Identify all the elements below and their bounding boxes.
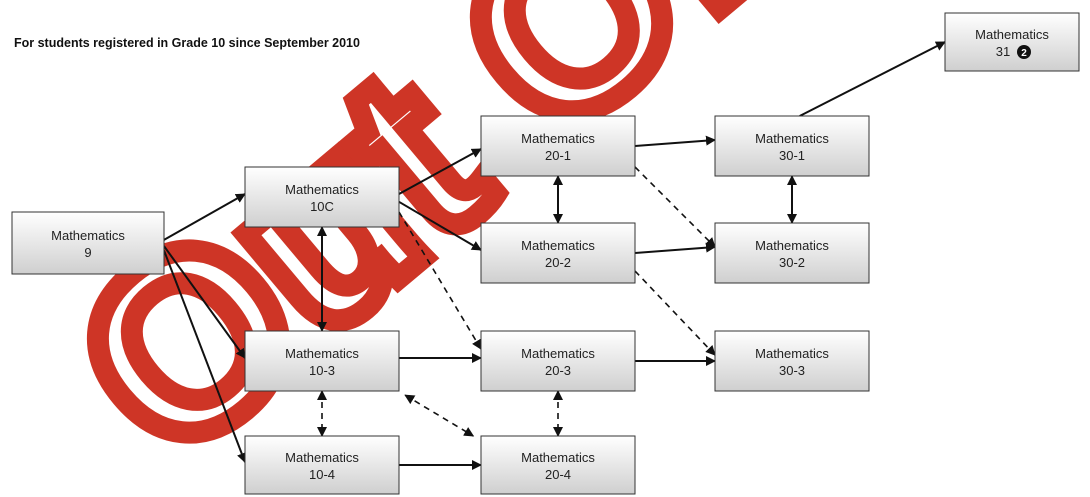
footnote-badge [1017,45,1031,59]
course-number: 20-4 [545,467,571,482]
course-name: Mathematics [755,238,829,253]
course-number: 31 [996,44,1010,59]
course-box-frame [480,222,636,284]
course-name: Mathematics [975,27,1049,42]
course-number: 9 [84,245,91,260]
course-box-m104: Mathematics 10-4 [244,435,400,495]
course-number: 20-1 [545,148,571,163]
course-box-frame [244,330,400,392]
course-box-frame [11,211,165,275]
course-name: Mathematics [285,182,359,197]
arrow-m201-to-m302 [634,166,716,248]
arrow-m301-to-m31 [799,41,946,117]
course-name: Mathematics [285,450,359,465]
footnote-badge-number: 2 [1021,48,1027,59]
course-name: Mathematics [755,131,829,146]
course-box-frame [714,222,870,284]
course-box-frame [714,330,870,392]
arrow-m201-to-m301 [634,135,716,147]
course-boxes-layer: Mathematics9Mathematics10CMathematics10-… [11,12,1080,495]
course-box-m103: Mathematics 10-3 [244,330,400,392]
course-box-m303: Mathematics 30-3 [714,330,870,392]
course-box-frame [714,115,870,177]
course-name: Mathematics [755,346,829,361]
arrow-m10c-to-m201 [398,148,482,195]
course-name: Mathematics [285,346,359,361]
course-box-m301: Mathematics 30-1 [714,115,870,177]
arrow-m9-to-m104 [163,250,247,464]
course-box-frame [244,166,400,228]
arrows-layer [163,41,946,470]
course-name: Mathematics [521,346,595,361]
course-number: 30-2 [779,255,805,270]
course-box-m9: Mathematics 9 [11,211,165,275]
course-box-frame [480,330,636,392]
course-name: Mathematics [521,450,595,465]
diagram-subtitle: For students registered in Grade 10 sinc… [14,36,360,50]
course-box-m201: Mathematics 20-1 [480,115,636,177]
course-name: Mathematics [51,228,125,243]
arrow-m103-to-m204 [404,394,475,437]
course-box-m31: Mathematics 31 2 [944,12,1080,72]
course-box-frame [244,435,400,495]
course-number: 30-3 [779,363,805,378]
arrow-m9-to-m10c [163,193,246,241]
course-number: 10C [310,199,334,214]
arrow-m9-to-m103 [163,245,246,359]
course-number: 30-1 [779,148,805,163]
course-box-m302: Mathematics 30-2 [714,222,870,284]
course-name: Mathematics [521,131,595,146]
course-box-frame [480,435,636,495]
arrow-m10c-to-m202 [398,200,482,251]
course-box-m10c: Mathematics 10C [244,166,400,228]
course-number: 20-2 [545,255,571,270]
arrow-m202-to-m302 [634,242,716,254]
course-name: Mathematics [521,238,595,253]
course-number: 10-3 [309,363,335,378]
course-number: 10-4 [309,467,335,482]
course-box-m203: Mathematics 20-3 [480,330,636,392]
course-box-frame [480,115,636,177]
arrow-m202-to-m303 [634,270,716,356]
arrow-m10c-to-m203 [398,211,482,350]
course-box-m202: Mathematics 20-2 [480,222,636,284]
course-box-frame [944,12,1080,72]
course-number: 20-3 [545,363,571,378]
course-box-m204: Mathematics 20-4 [480,435,636,495]
